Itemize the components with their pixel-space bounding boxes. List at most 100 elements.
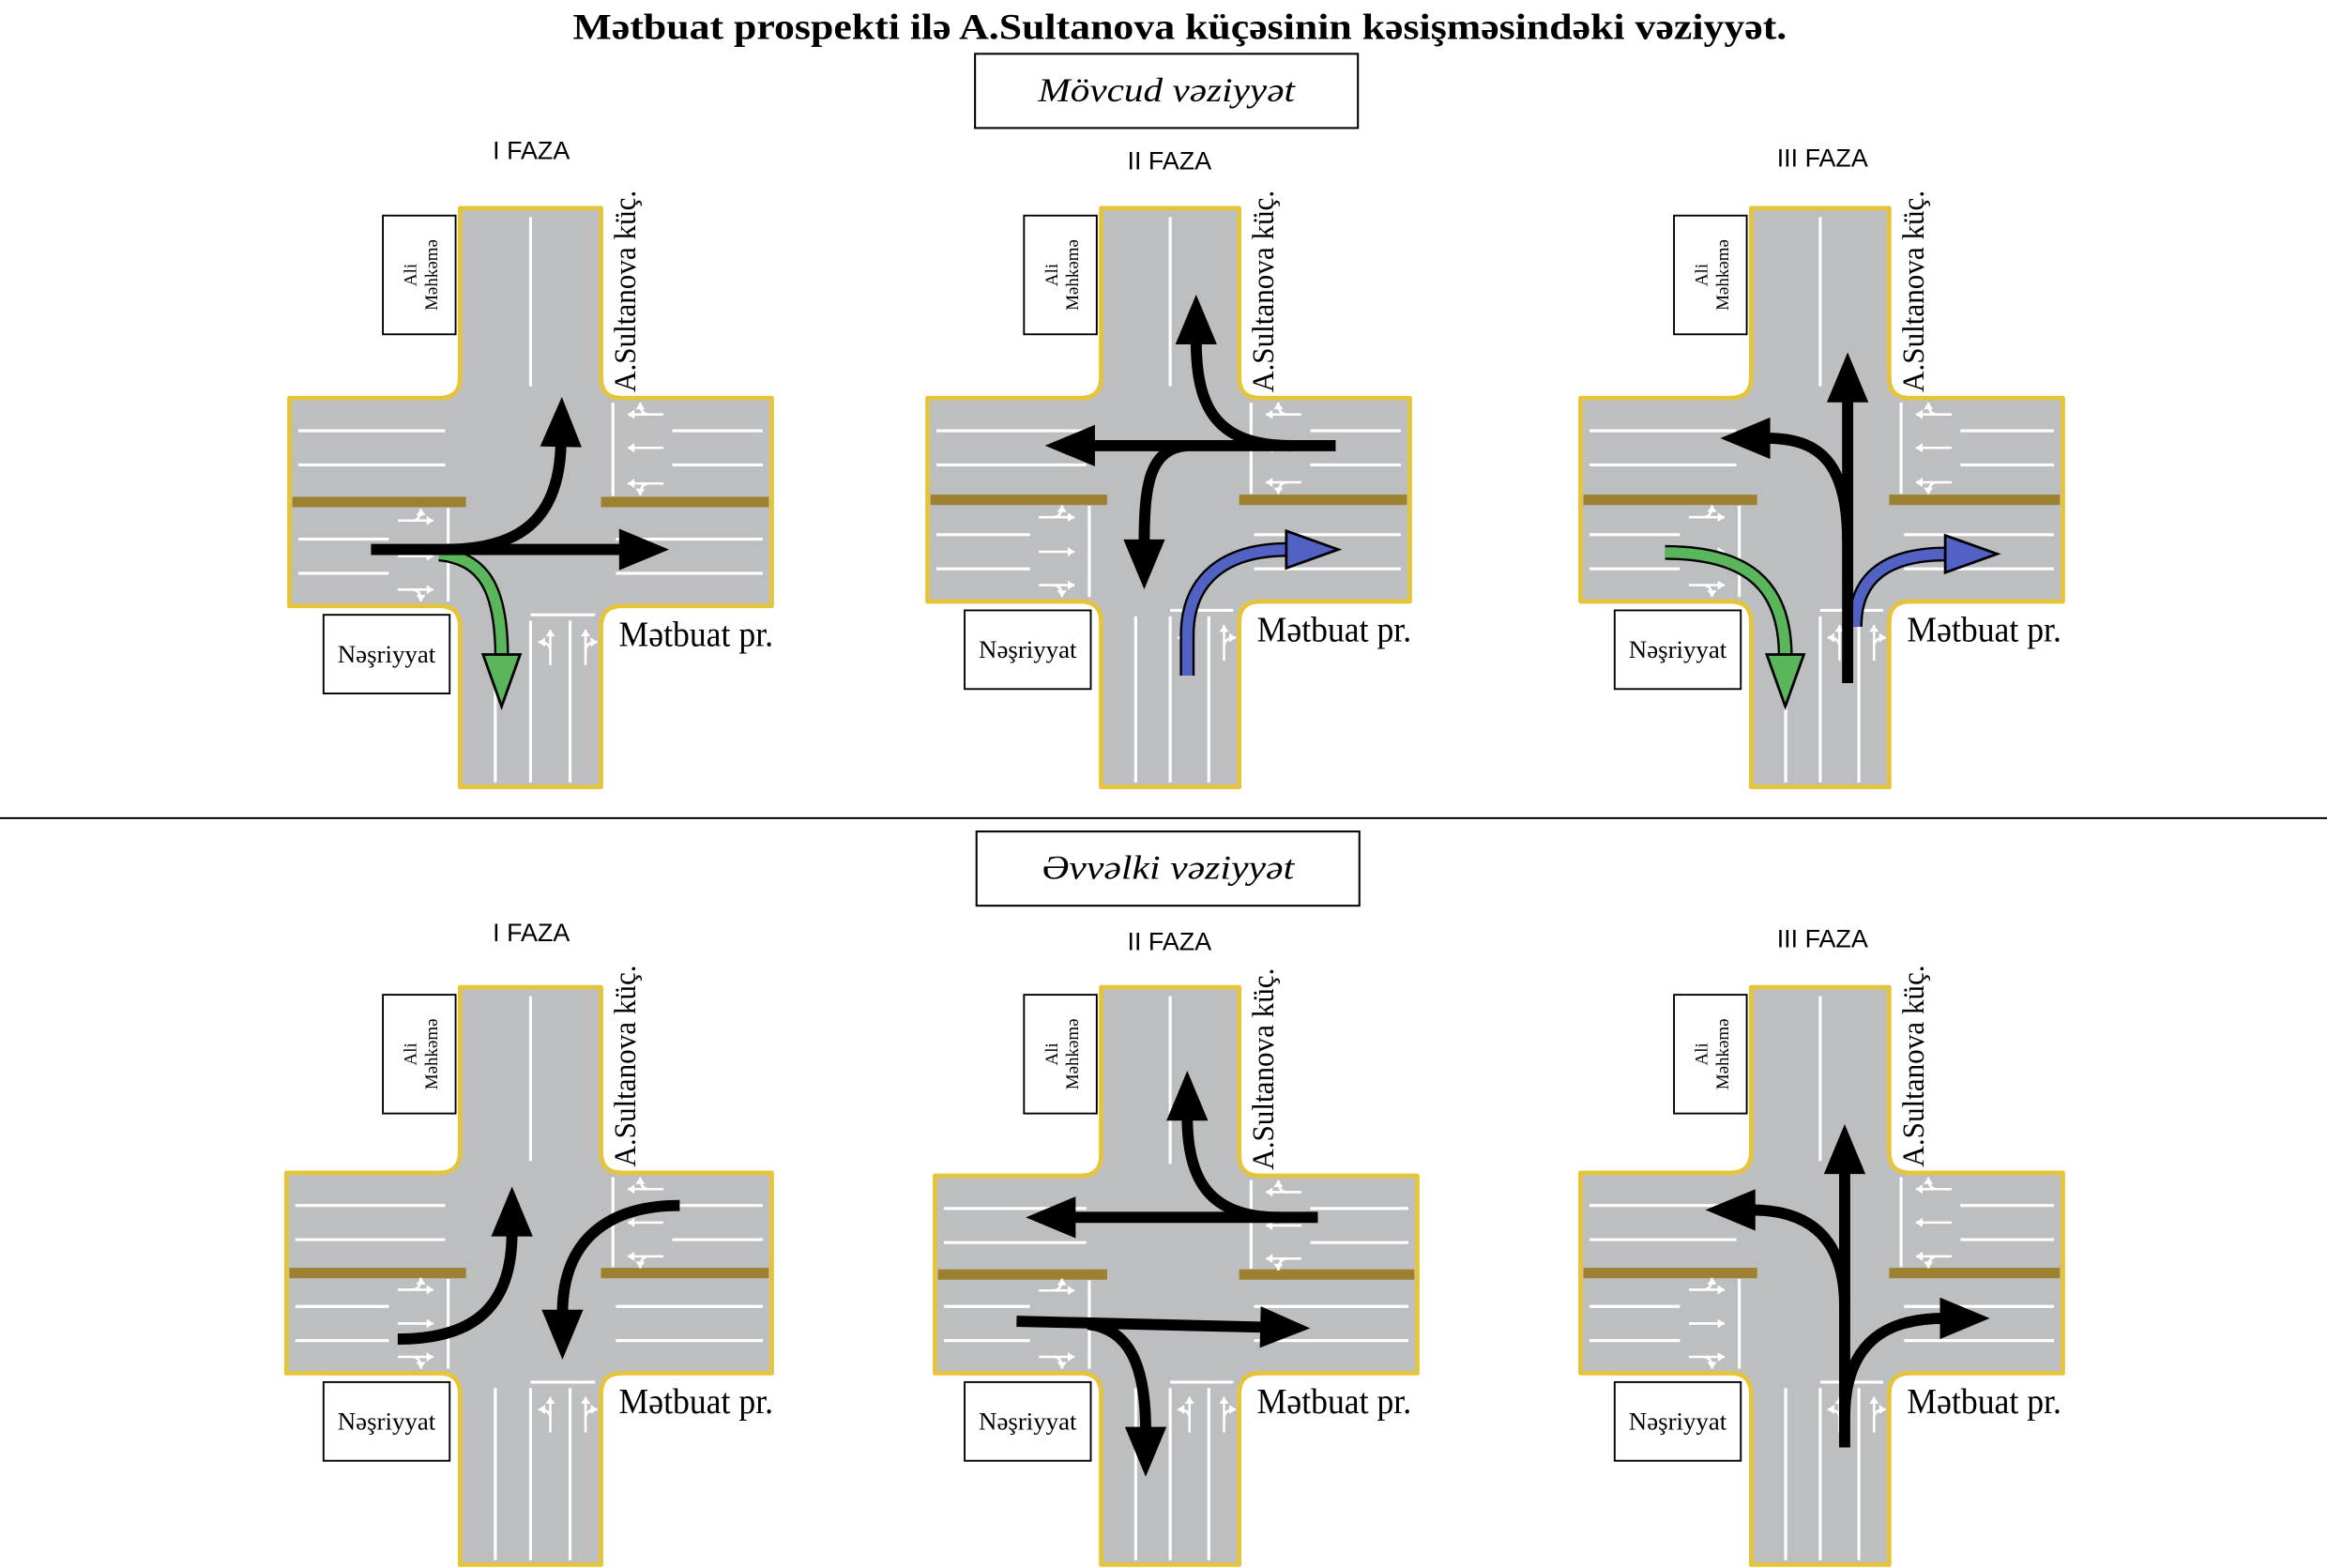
- lane-arrow-head: [1067, 512, 1075, 523]
- lane-arrow-icon: [1915, 402, 1952, 419]
- movement-arrow: [1123, 439, 1189, 589]
- lane-arrow-head: [426, 515, 433, 525]
- road-surface: [287, 206, 774, 790]
- lane-arrow-head: [545, 630, 555, 637]
- building-box: [1023, 214, 1098, 336]
- building-box: [322, 614, 451, 694]
- building-box: [964, 1380, 1092, 1462]
- building-label-line: Məhkəmə: [1063, 239, 1083, 311]
- lane-arrow-head: [628, 409, 635, 419]
- lane-arrow-icon: [1915, 443, 1952, 453]
- building-label-line: Məhkəmə: [422, 1018, 442, 1089]
- lane-arrow-icon: [628, 1177, 663, 1195]
- lane-arrow-head: [426, 585, 433, 595]
- building-label: Nəşriyyat: [338, 640, 436, 668]
- lane-arrow-head: [1219, 1396, 1229, 1404]
- lane-arrow-head: [628, 479, 635, 489]
- building-box: [1023, 994, 1098, 1115]
- road-surface: [1578, 206, 2065, 790]
- lane-arrow-head: [1219, 625, 1229, 632]
- lane-arrow-icon: [628, 1251, 663, 1269]
- lane-arrow-head: [1057, 590, 1067, 598]
- lane-arrow-head: [1067, 546, 1075, 557]
- street-label-metbuat: Mətbuat pr.: [619, 615, 773, 654]
- lane-arrow-icon: [1266, 477, 1302, 495]
- lane-arrow-icon: [1915, 477, 1952, 495]
- lane-arrow-head: [1057, 1278, 1067, 1286]
- lane-arrow-head: [1717, 512, 1725, 523]
- building-label-line: Ali: [1693, 1043, 1712, 1065]
- lane-arrow-head: [1869, 625, 1879, 632]
- arrow-body: [1665, 547, 1786, 657]
- building-nesriyyat: Nəşriyyat: [964, 1380, 1092, 1462]
- lane-arrow-head: [1707, 590, 1717, 598]
- lane-arrow-icon: [1039, 546, 1075, 557]
- median-strip: [292, 496, 466, 508]
- phase-label: II FAZA: [1128, 147, 1212, 175]
- lane-arrow-head: [1924, 1261, 1934, 1269]
- lane-arrow-head: [1878, 1404, 1886, 1415]
- lane-arrow-head: [635, 488, 646, 495]
- movement-arrow: [1175, 294, 1292, 451]
- section-title: Mövcud vəziyyət: [1037, 71, 1296, 109]
- lane-arrow-head: [628, 443, 635, 453]
- lane-arrow-head: [1266, 1254, 1273, 1264]
- lane-arrow-head: [1924, 487, 1934, 495]
- green-movement-arrow: [438, 546, 501, 656]
- building-box: [1613, 1380, 1742, 1462]
- road-surface: [283, 984, 774, 1567]
- lane-arrow-icon: [1915, 1177, 1952, 1195]
- lane-arrow-head: [1067, 1286, 1075, 1296]
- lane-arrow-head: [426, 1351, 433, 1362]
- lane-arrow-head: [1273, 1180, 1284, 1187]
- lane-arrow-head: [538, 1404, 545, 1415]
- lane-arrow-icon: [1688, 580, 1725, 598]
- lane-arrow-head: [635, 1261, 646, 1269]
- lane-arrow-head: [1717, 1318, 1725, 1329]
- phase-label: I FAZA: [493, 137, 570, 165]
- movement-arrow: [1016, 1306, 1311, 1348]
- lane-arrow-icon: [1039, 1351, 1075, 1369]
- lane-arrow-head: [1834, 625, 1845, 632]
- lane-arrow-head: [635, 403, 646, 410]
- page-title: Mətbuat prospekti ilə A.Sultanova küçəsi…: [573, 7, 1787, 48]
- lane-arrow-head: [1915, 443, 1924, 453]
- lane-arrow-head: [538, 637, 545, 647]
- median-strip: [1583, 495, 1757, 506]
- lane-arrow-head: [590, 1404, 598, 1415]
- lane-arrow-icon: [1219, 625, 1237, 662]
- lane-arrow-icon: [1039, 580, 1075, 598]
- building-label-line: Ali: [1042, 1043, 1062, 1065]
- building-nesriyyat: Nəşriyyat: [322, 1380, 451, 1462]
- lane-arrow-icon: [397, 585, 433, 601]
- lane-arrow-head: [1273, 1263, 1284, 1271]
- movement-arrow: [1720, 417, 1854, 542]
- lane-arrow-head: [1924, 1177, 1934, 1184]
- movement-arrow: [397, 1186, 533, 1345]
- building-box: [1673, 214, 1748, 336]
- lane-arrow-icon: [397, 509, 433, 525]
- street-label-sultanova: A.Sultanova küç.: [608, 190, 643, 392]
- arrow-body: [438, 548, 501, 656]
- building-label: Nəşriyyat: [338, 1408, 436, 1436]
- lane-arrow-head: [1707, 1277, 1717, 1285]
- lane-arrow-head: [1915, 409, 1924, 419]
- building-label: Nəşriyyat: [1629, 635, 1727, 663]
- lane-arrow-head: [1915, 1217, 1924, 1227]
- blue-movement-arrow: [1848, 554, 1947, 628]
- lane-arrow-head: [416, 509, 426, 516]
- lane-arrow-head: [545, 1396, 555, 1404]
- lane-arrow-head: [580, 630, 591, 637]
- lane-arrow-icon: [538, 630, 555, 665]
- building-label-line: Məhkəmə: [422, 239, 442, 311]
- street-label-metbuat: Mətbuat pr.: [1907, 1382, 2061, 1422]
- lane-arrow-icon: [1915, 1217, 1952, 1227]
- movement-arrow: [1087, 1318, 1167, 1477]
- phase-label: III FAZA: [1777, 924, 1868, 952]
